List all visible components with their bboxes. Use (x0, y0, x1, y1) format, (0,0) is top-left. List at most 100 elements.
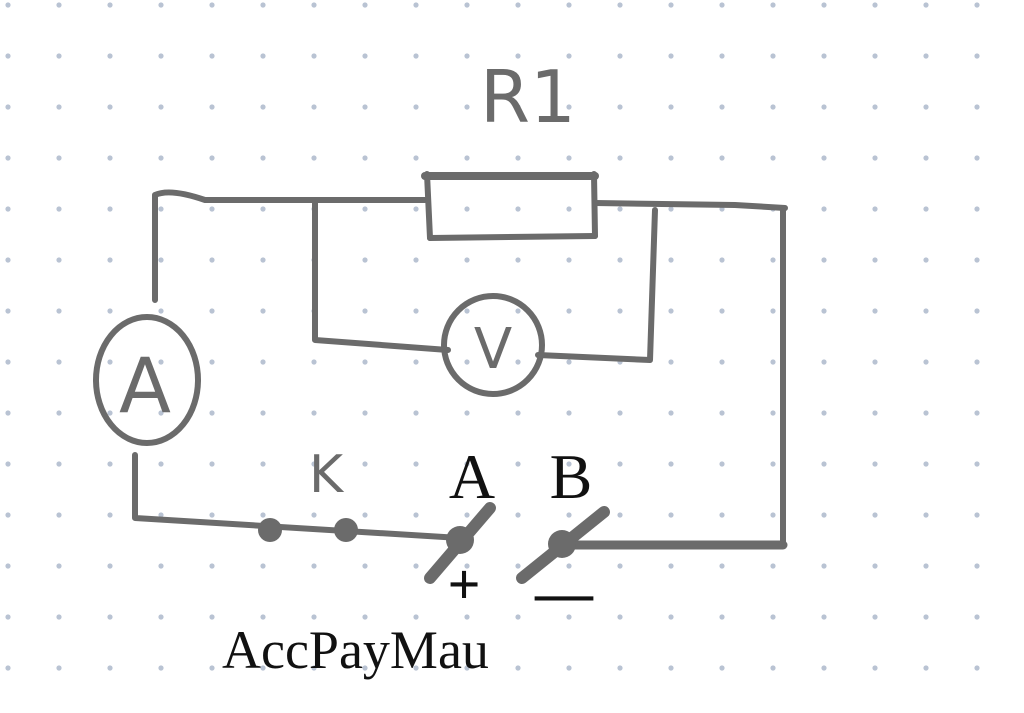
grid-dot (923, 2, 929, 8)
grid-dot (311, 461, 317, 467)
grid-dot (413, 104, 419, 110)
grid-dot (209, 206, 215, 212)
grid-dot (413, 614, 419, 620)
grid-dot (974, 206, 980, 212)
grid-dot (770, 308, 776, 314)
terminal-a-dot (446, 526, 474, 554)
grid-dot (260, 461, 266, 467)
ammeter: A (93, 314, 201, 446)
grid-dot (617, 206, 623, 212)
grid-dot (566, 665, 572, 671)
grid-dot (107, 614, 113, 620)
grid-dot (260, 512, 266, 518)
grid-dot (5, 410, 11, 416)
grid-dot (821, 2, 827, 8)
grid-dot (413, 512, 419, 518)
terminal-b-label: B (550, 441, 593, 512)
grid-dot (311, 104, 317, 110)
watermark-text: AccPayMau (222, 620, 489, 680)
grid-dot (617, 257, 623, 263)
grid-dot (158, 2, 164, 8)
grid-dot (974, 257, 980, 263)
grid-dot (209, 461, 215, 467)
grid-dot (464, 563, 470, 569)
grid-dot (770, 461, 776, 467)
grid-dot (770, 563, 776, 569)
grid-dot (617, 461, 623, 467)
grid-dot (668, 359, 674, 365)
grid-dot (770, 665, 776, 671)
grid-dot (464, 410, 470, 416)
grid-dot (158, 512, 164, 518)
wire-top-right (592, 200, 788, 211)
grid-dot (107, 461, 113, 467)
grid-dot (515, 665, 521, 671)
grid-dot (5, 512, 11, 518)
grid-dot (56, 308, 62, 314)
grid-dot (362, 614, 368, 620)
grid-dot (158, 614, 164, 620)
grid-dot (770, 155, 776, 161)
grid-dot (974, 53, 980, 59)
grid-dot (158, 359, 164, 365)
grid-dot (770, 104, 776, 110)
grid-dot (821, 359, 827, 365)
grid-dot (566, 410, 572, 416)
grid-dot (413, 206, 419, 212)
grid-dot (566, 257, 572, 263)
grid-dot (56, 53, 62, 59)
grid-dot (464, 206, 470, 212)
grid-dot (821, 665, 827, 671)
grid-dot (923, 461, 929, 467)
grid-dot (209, 512, 215, 518)
grid-dot (617, 155, 623, 161)
grid-dot (362, 53, 368, 59)
grid-dot (464, 308, 470, 314)
grid-dot (260, 614, 266, 620)
grid-dot (974, 2, 980, 8)
grid-dot (821, 53, 827, 59)
grid-dot (5, 2, 11, 8)
grid-dot (515, 155, 521, 161)
grid-dot (668, 206, 674, 212)
grid-dot (5, 359, 11, 365)
grid-dot (668, 308, 674, 314)
grid-dot (923, 563, 929, 569)
grid-dot (872, 614, 878, 620)
grid-dot (413, 410, 419, 416)
grid-dot (719, 104, 725, 110)
grid-dot (464, 155, 470, 161)
grid-dot (566, 155, 572, 161)
grid-dot (566, 53, 572, 59)
grid-dot (260, 155, 266, 161)
grid-dot (872, 410, 878, 416)
wire-voltmeter-left (312, 200, 451, 353)
grid-dot (464, 512, 470, 518)
grid-dot (923, 155, 929, 161)
grid-dot (362, 308, 368, 314)
grid-dot (719, 359, 725, 365)
grid-dot (260, 359, 266, 365)
grid-dot (719, 308, 725, 314)
grid-dot (974, 104, 980, 110)
grid-dot (107, 53, 113, 59)
grid-dot (260, 563, 266, 569)
grid-dot (311, 512, 317, 518)
grid-dot (464, 104, 470, 110)
grid-dot (56, 614, 62, 620)
grid-dot (872, 104, 878, 110)
grid-dot (107, 359, 113, 365)
grid-dot (107, 257, 113, 263)
wire-voltmeter-right (535, 207, 658, 363)
grid-dot (107, 2, 113, 8)
grid-dot (107, 206, 113, 212)
grid-dot (464, 665, 470, 671)
grid-dot (617, 410, 623, 416)
grid-dot (107, 308, 113, 314)
grid-dot (260, 308, 266, 314)
grid-dot (668, 2, 674, 8)
grid-dot (56, 512, 62, 518)
grid-dot (770, 614, 776, 620)
grid-dot (923, 206, 929, 212)
